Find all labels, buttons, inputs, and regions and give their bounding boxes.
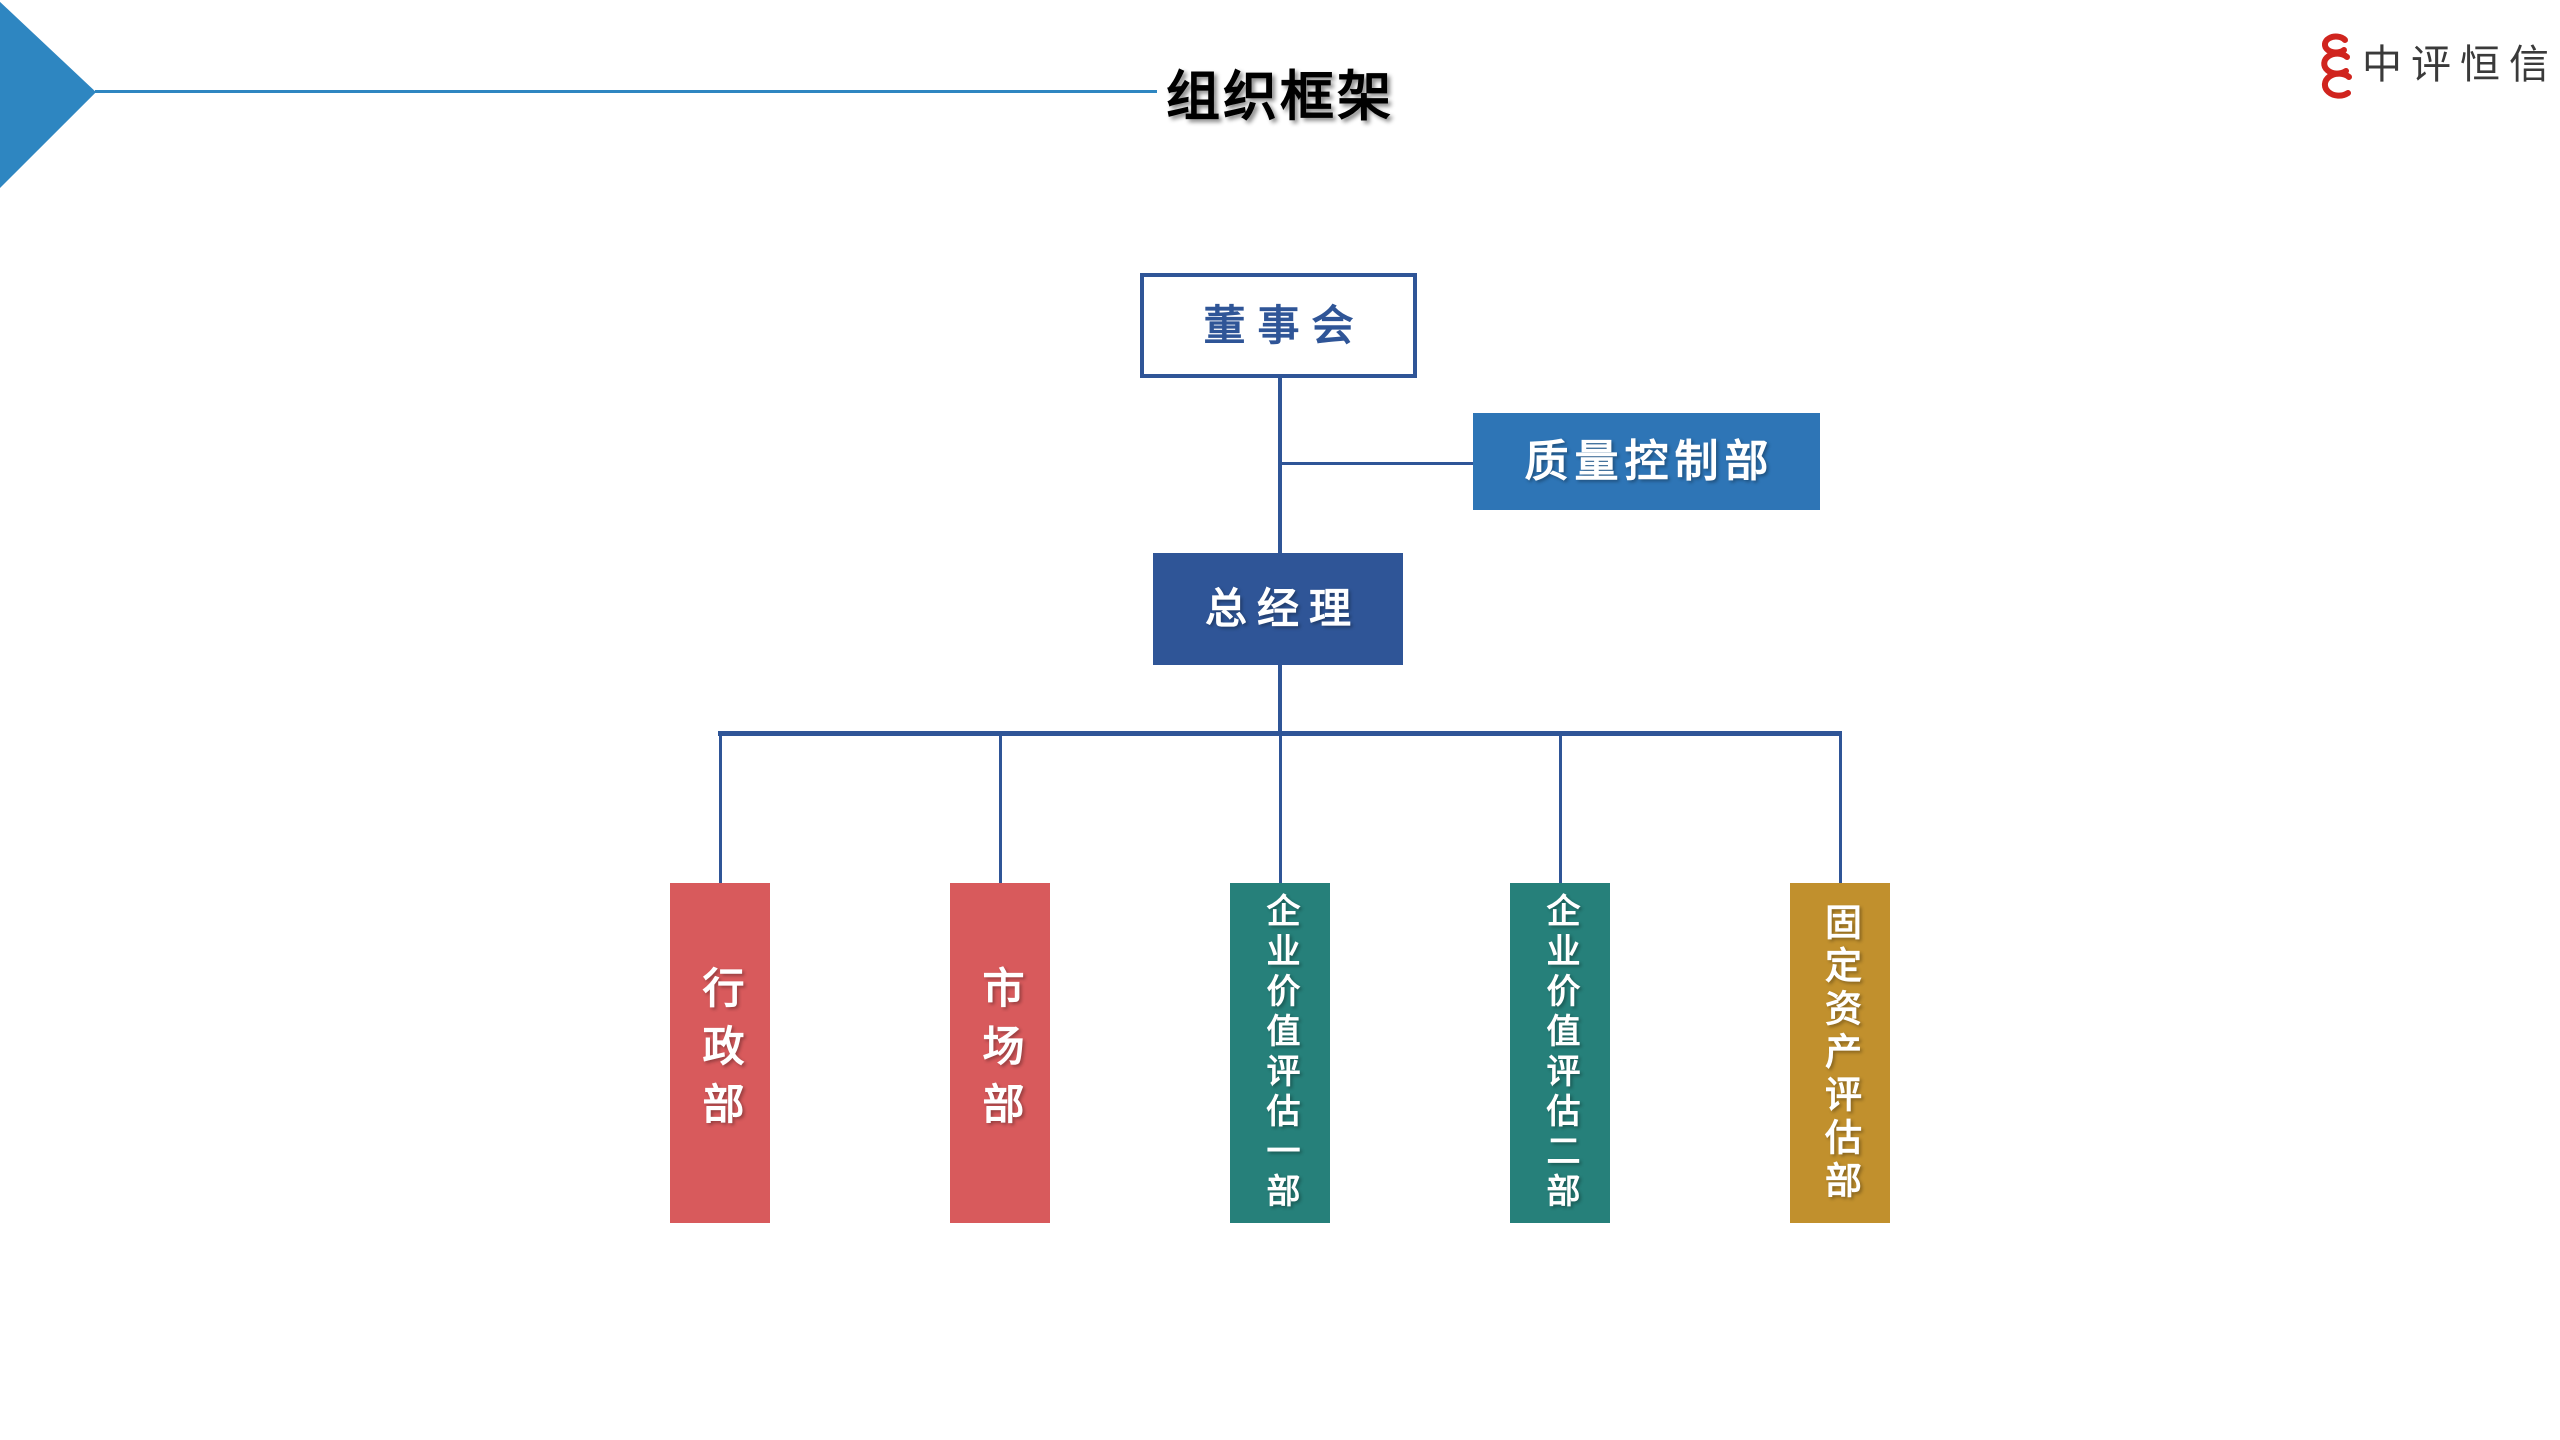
dept-label-enterprise-valuation-1: 企业价值评估一部 (1260, 893, 1300, 1213)
dept-box-enterprise-valuation-1: 企业价值评估一部 (1230, 883, 1330, 1223)
brand-text: 中评恒信 (2362, 42, 2558, 88)
connector-to-quality-control (1280, 462, 1473, 465)
dept-box-admin: 行政部 (670, 883, 770, 1223)
dept-label-admin: 行政部 (696, 966, 745, 1140)
dept-label-enterprise-valuation-2: 企业价值评估二部 (1540, 893, 1580, 1213)
dept-box-marketing: 市场部 (950, 883, 1050, 1223)
header-line (95, 90, 1157, 93)
company-logo: 中评恒信 (2318, 28, 2558, 102)
connector-gm-to-trunk (1278, 665, 1282, 733)
dept-box-fixed-assets: 固定资产评估部 (1790, 883, 1890, 1223)
red-spiral-icon (2321, 33, 2352, 99)
dept-label-fixed-assets: 固定资产评估部 (1818, 902, 1863, 1204)
board-of-directors-box: 董事会 (1140, 273, 1417, 378)
quality-control-label: 质量控制部 (1524, 435, 1775, 487)
dept-box-enterprise-valuation-2: 企业价值评估二部 (1510, 883, 1610, 1223)
general-manager-box: 总经理 (1153, 553, 1403, 665)
connector-drop-fixed-assets (1839, 735, 1842, 883)
dept-label-marketing: 市场部 (976, 966, 1025, 1140)
connector-drop-valuation-1 (1279, 735, 1282, 883)
connector-drop-admin (719, 735, 722, 883)
quality-control-box: 质量控制部 (1473, 413, 1820, 510)
connector-drop-marketing (999, 735, 1002, 883)
header-accent-triangle (0, 1, 96, 188)
board-of-directors-label: 董事会 (1203, 300, 1366, 350)
connector-trunk-line (718, 731, 1842, 736)
connector-drop-valuation-2 (1559, 735, 1562, 883)
general-manager-label: 总经理 (1204, 584, 1361, 633)
page-title: 组织框架 (1166, 64, 1394, 128)
